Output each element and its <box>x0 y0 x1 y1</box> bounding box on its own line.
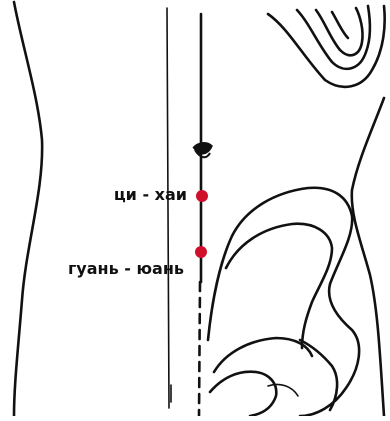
left-body-outline <box>14 2 42 416</box>
navel-mark-icon <box>193 143 212 157</box>
acupoint-label-guanyuan: гуань - юань <box>68 261 184 277</box>
acupoint-qihai[interactable] <box>196 190 208 202</box>
acupoint-label-qihai: ци - хаи <box>114 187 187 203</box>
rib-cage <box>268 6 385 87</box>
anterior-midline-dashed <box>199 282 200 416</box>
acupoint-guanyuan[interactable] <box>195 246 207 258</box>
left-guide-line <box>167 8 169 408</box>
pelvis-bone <box>208 188 359 416</box>
